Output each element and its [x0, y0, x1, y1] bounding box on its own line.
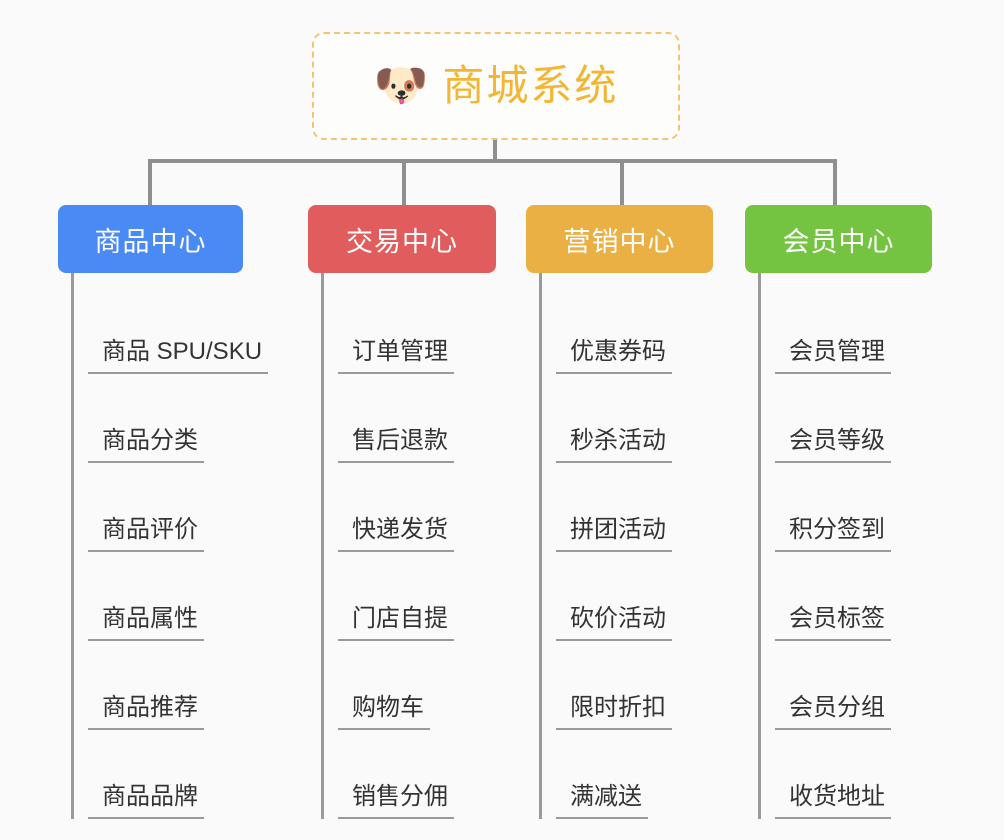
leaf-label: 订单管理	[338, 338, 454, 374]
leaf-label: 积分签到	[775, 516, 891, 552]
leaf-label: 限时折扣	[556, 694, 672, 730]
list-item[interactable]: 满减送	[556, 730, 739, 819]
branch-header-marketing-center[interactable]: 营销中心	[526, 205, 713, 273]
list-item[interactable]: 会员分组	[775, 641, 958, 730]
branch-member-center: 会员中心 会员管理 会员等级 积分签到 会员标签 会员分组 收货地址	[745, 205, 958, 819]
list-item[interactable]: 订单管理	[338, 285, 521, 374]
connector-drop-1	[148, 159, 152, 205]
list-item[interactable]: 商品属性	[88, 552, 271, 641]
list-item[interactable]: 限时折扣	[556, 641, 739, 730]
leaf-list-marketing-center: 优惠券码 秒杀活动 拼团活动 砍价活动 限时折扣 满减送	[539, 273, 739, 819]
leaf-label: 购物车	[338, 694, 430, 730]
leaf-list-trade-center: 订单管理 售后退款 快递发货 门店自提 购物车 销售分佣	[321, 273, 521, 819]
list-item[interactable]: 收货地址	[775, 730, 958, 819]
list-item[interactable]: 商品 SPU/SKU	[88, 285, 271, 374]
branch-label: 交易中心	[346, 226, 458, 257]
leaf-label: 商品 SPU/SKU	[88, 338, 269, 374]
leaf-label: 商品评价	[88, 516, 204, 552]
list-item[interactable]: 销售分佣	[338, 730, 521, 819]
connector-drop-2	[402, 159, 406, 205]
dog-face-icon: 🐶	[373, 61, 429, 110]
list-item[interactable]: 会员等级	[775, 374, 958, 463]
leaf-label: 收货地址	[775, 783, 891, 819]
list-item[interactable]: 商品评价	[88, 463, 271, 552]
leaf-label: 会员标签	[775, 605, 891, 641]
list-item[interactable]: 会员管理	[775, 285, 958, 374]
connector-root-stem	[493, 140, 497, 162]
list-item[interactable]: 拼团活动	[556, 463, 739, 552]
leaf-label: 砍价活动	[556, 605, 672, 641]
connector-drop-3	[620, 159, 624, 205]
leaf-label: 会员分组	[775, 694, 891, 730]
leaf-list-member-center: 会员管理 会员等级 积分签到 会员标签 会员分组 收货地址	[758, 273, 958, 819]
branch-header-trade-center[interactable]: 交易中心	[308, 205, 496, 273]
leaf-label: 会员管理	[775, 338, 891, 374]
list-item[interactable]: 优惠券码	[556, 285, 739, 374]
branch-product-center: 商品中心 商品 SPU/SKU 商品分类 商品评价 商品属性 商品推荐 商品品牌	[58, 205, 271, 819]
leaf-label: 优惠券码	[556, 338, 672, 374]
list-item[interactable]: 商品分类	[88, 374, 271, 463]
leaf-label: 商品品牌	[88, 783, 204, 819]
list-item[interactable]: 会员标签	[775, 552, 958, 641]
leaf-label: 满减送	[556, 783, 648, 819]
leaf-label: 门店自提	[338, 605, 454, 641]
leaf-label: 商品推荐	[88, 694, 204, 730]
leaf-label: 快递发货	[338, 516, 454, 552]
branch-marketing-center: 营销中心 优惠券码 秒杀活动 拼团活动 砍价活动 限时折扣 满减送	[526, 205, 739, 819]
branch-trade-center: 交易中心 订单管理 售后退款 快递发货 门店自提 购物车 销售分佣	[308, 205, 521, 819]
leaf-list-product-center: 商品 SPU/SKU 商品分类 商品评价 商品属性 商品推荐 商品品牌	[71, 273, 271, 819]
list-item[interactable]: 砍价活动	[556, 552, 739, 641]
list-item[interactable]: 门店自提	[338, 552, 521, 641]
leaf-label: 商品属性	[88, 605, 204, 641]
leaf-label: 售后退款	[338, 427, 454, 463]
branch-label: 商品中心	[94, 226, 207, 257]
list-item[interactable]: 秒杀活动	[556, 374, 739, 463]
root-node[interactable]: 🐶 商城系统	[312, 32, 680, 140]
leaf-label: 销售分佣	[338, 783, 454, 819]
branch-label: 会员中心	[782, 226, 895, 257]
list-item[interactable]: 购物车	[338, 641, 521, 730]
list-item[interactable]: 快递发货	[338, 463, 521, 552]
leaf-label: 秒杀活动	[556, 427, 672, 463]
root-title: 商城系统	[442, 62, 619, 109]
list-item[interactable]: 商品品牌	[88, 730, 271, 819]
branch-label: 营销中心	[563, 226, 676, 257]
leaf-label: 拼团活动	[556, 516, 672, 552]
leaf-label: 会员等级	[775, 427, 891, 463]
list-item[interactable]: 商品推荐	[88, 641, 271, 730]
connector-drop-4	[833, 159, 837, 205]
list-item[interactable]: 积分签到	[775, 463, 958, 552]
connector-horizontal-bus	[148, 159, 837, 163]
list-item[interactable]: 售后退款	[338, 374, 521, 463]
branch-header-member-center[interactable]: 会员中心	[745, 205, 932, 273]
leaf-label: 商品分类	[88, 427, 204, 463]
branch-header-product-center[interactable]: 商品中心	[58, 205, 243, 273]
